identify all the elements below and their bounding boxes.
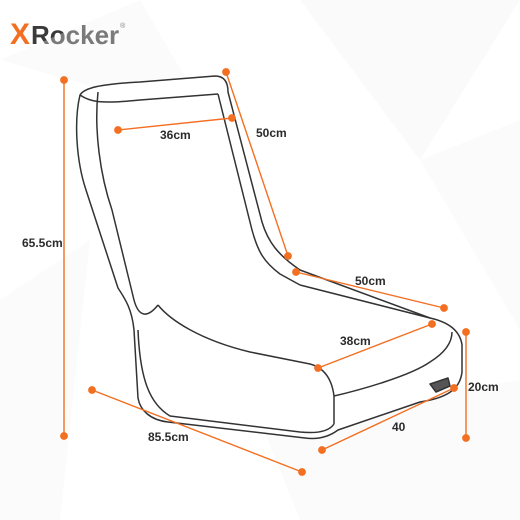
chair-top-edge [79,93,219,103]
label-total-height: 65.5cm [22,236,63,250]
label-total-length: 85.5cm [148,430,189,444]
label-back-width: 36cm [160,128,191,142]
chair-seat-curve [157,304,335,424]
dim-line-back-depth [225,71,289,257]
dim-dot-base-length-left [292,268,300,276]
dim-dot-total-height-bottom [60,432,68,440]
dim-line-front-width [321,387,455,451]
label-front-height: 20cm [468,380,499,394]
chair-foot [429,377,451,393]
chair-inner-back [217,93,301,286]
dim-dot-front-width-left [318,446,326,454]
brand-name: Rocker [31,20,119,51]
chair-outline [75,75,463,440]
dim-dot-seat-width-left [314,364,322,372]
brand-trademark: ® [120,23,125,30]
chair-back-shell [75,75,463,440]
dim-dot-total-length-right [298,468,306,476]
dim-dot-front-height-bottom [462,434,470,442]
dim-line-total-length [91,389,303,473]
label-seat-width: 38cm [340,334,371,348]
chair-seat-front [299,284,431,319]
dim-dot-back-width-right [228,114,236,122]
dim-dot-back-depth-bottom [284,252,292,260]
brand-x-letter: X [10,18,31,51]
dim-dot-base-length-right [440,304,448,312]
label-back-depth: 50cm [256,126,287,140]
chair-rocker-base [137,329,335,434]
dim-line-seat-width [317,323,433,369]
dimension-lines [60,68,470,476]
dim-line-base-length [295,271,445,309]
dim-dot-total-height-top [60,76,68,84]
dim-line-back-width [117,117,233,131]
dim-dot-back-width-left [114,126,122,134]
dim-dot-seat-width-right [428,320,436,328]
label-base-length: 50cm [355,274,386,288]
dim-dot-back-depth-top [222,68,230,76]
dim-dot-front-height-top [462,328,470,336]
dim-dot-front-width-right [450,384,458,392]
dim-dot-total-length-left [88,386,96,394]
chair-front-lip [333,331,453,397]
brand-logo: X Rocker ® [10,18,125,52]
chair-back-face [96,91,159,315]
label-front-width: 40 [392,420,406,434]
